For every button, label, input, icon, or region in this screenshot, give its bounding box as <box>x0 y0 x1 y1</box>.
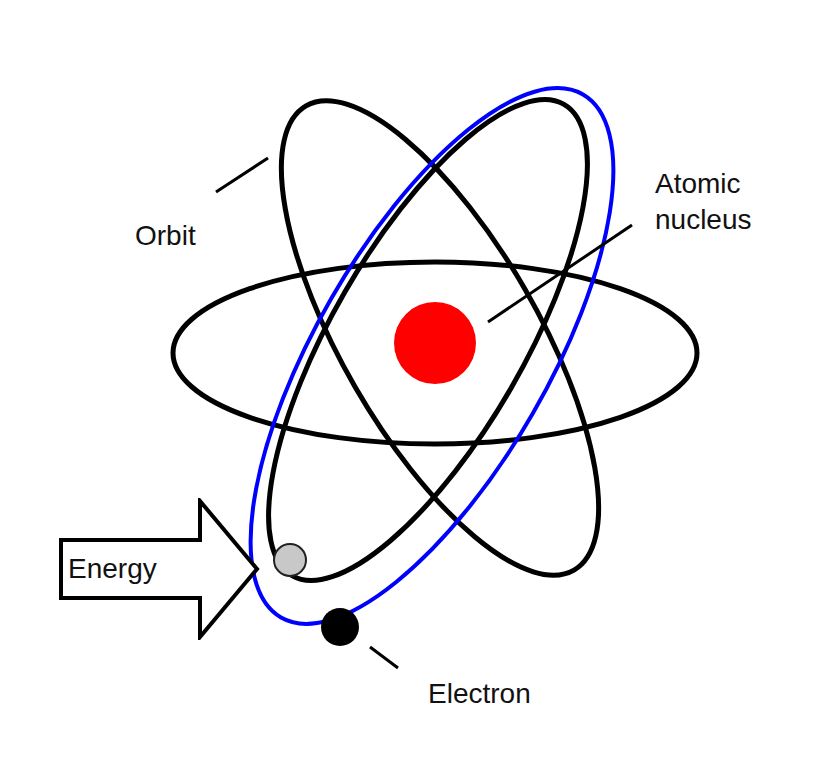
orbit-ellipse <box>221 57 659 619</box>
part-label: Atomic nucleus <box>655 166 795 239</box>
arrow-shape <box>61 501 257 637</box>
leader-line <box>488 225 632 322</box>
part-label: Orbit <box>135 218 275 254</box>
orbit-ellipse <box>173 262 697 444</box>
orbit-ellipse <box>209 56 647 623</box>
energy-arrow: Energy <box>58 498 260 640</box>
leader-line <box>216 158 268 192</box>
part-label: Electron <box>428 676 598 712</box>
arrow-text: Energy <box>68 553 157 585</box>
excited-orbit <box>181 36 684 675</box>
electron-after <box>321 608 359 646</box>
leader-line <box>370 647 398 668</box>
electron-before <box>274 544 306 576</box>
nucleus <box>394 302 476 384</box>
